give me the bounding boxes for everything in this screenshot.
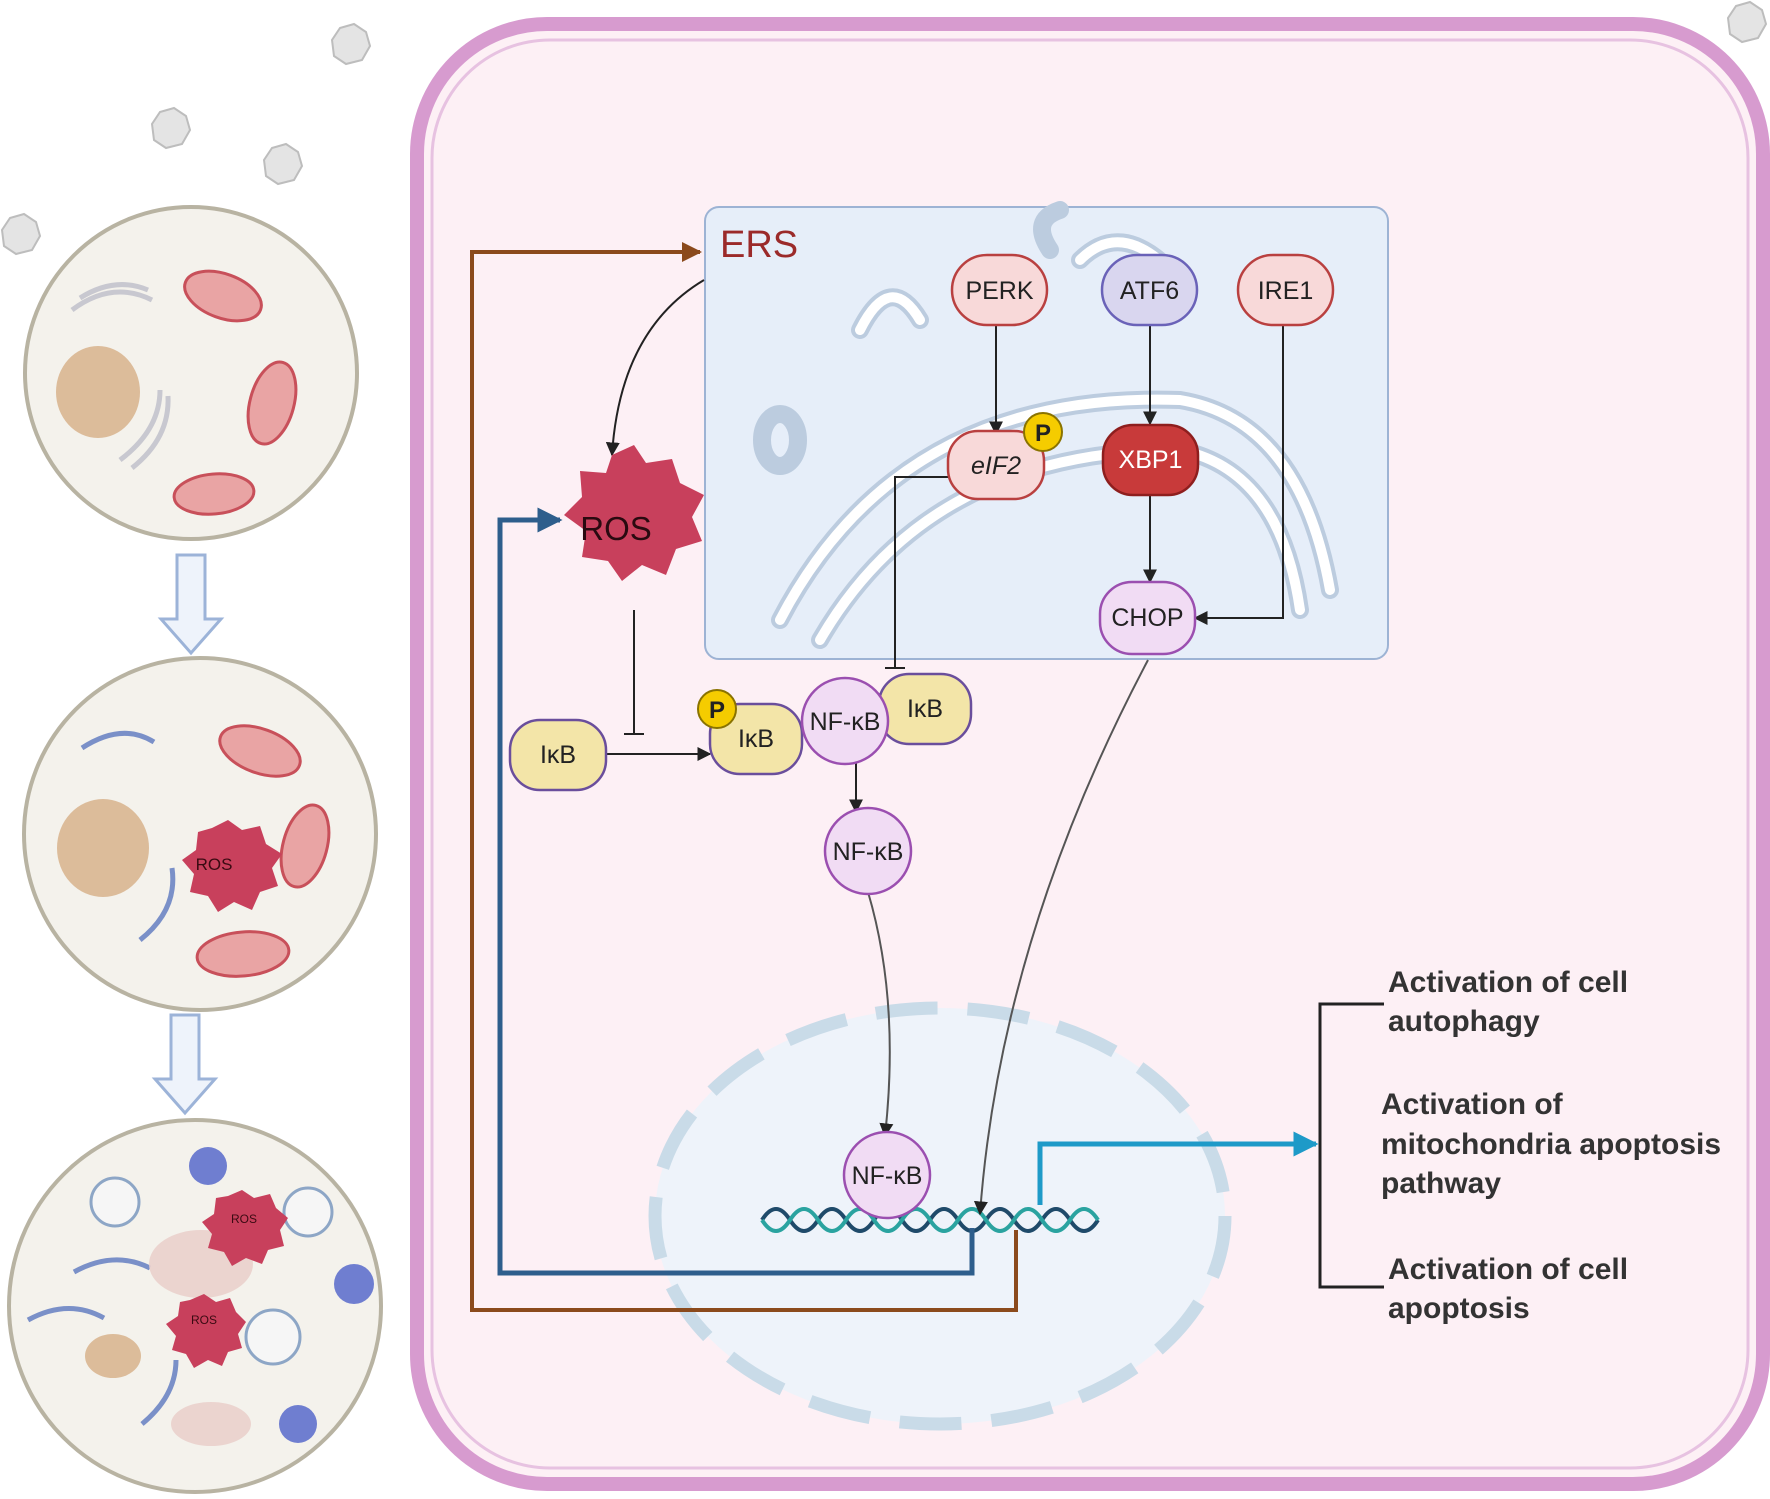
eif2-node: eIF2 P [946, 412, 1063, 501]
nfkb-node-released: NF-κB [823, 806, 913, 896]
outcome-line: Activation of cell [1388, 966, 1628, 999]
ros-icon [564, 445, 704, 581]
xbp1-label: XBP1 [1119, 446, 1183, 474]
ikb-label: IκB [738, 725, 774, 753]
nfkb-label: NF-κB [833, 838, 904, 866]
ros-small-label: ROS [196, 855, 233, 874]
ikb-node-bound-right: IκB [877, 672, 973, 746]
particle-icon [262, 142, 304, 186]
arrow-ers-to-ros [605, 279, 705, 457]
ikb-node-phosphorylated: IκB P [697, 689, 804, 776]
outcome-line: mitochondria apoptosis [1381, 1128, 1721, 1161]
outcome-mito-apoptosis: Activation of mitochondria apoptosis pat… [1381, 1088, 1721, 1200]
vesicle-icon [89, 1176, 334, 1366]
chop-label: CHOP [1111, 604, 1183, 632]
outcome-line: pathway [1381, 1167, 1501, 1200]
outcome-apoptosis: Activation of cell apoptosis [1388, 1253, 1628, 1325]
outcome-bracket [1318, 1002, 1384, 1289]
phospho-badge [697, 689, 737, 729]
golgi-icon [26, 1257, 179, 1426]
feedback-arrow-ers [470, 242, 1018, 1312]
cell-membrane-inner [430, 38, 1750, 1470]
perk-node: PERK [950, 253, 1049, 327]
nucleus-icon [57, 799, 149, 897]
ikb-label: IκB [540, 741, 576, 769]
outcome-line: apoptosis [1388, 1292, 1530, 1325]
chop-node: CHOP [1098, 580, 1197, 656]
ire1-node: IRE1 [1236, 253, 1335, 327]
particle-icon [150, 106, 192, 150]
healthy-cell [23, 205, 359, 541]
outcome-autophagy: Activation of cell autophagy [1388, 966, 1628, 1038]
nucleus-icon [56, 346, 140, 438]
atf6-label: ATF6 [1120, 277, 1179, 305]
atf6-node: ATF6 [1100, 253, 1199, 327]
golgi-icon [70, 282, 171, 470]
outcome-line: Activation of cell [1388, 1253, 1628, 1286]
ros-small-icon [202, 1190, 288, 1266]
phospho-label: P [1035, 420, 1051, 447]
ros-small-label: ROS [191, 1313, 217, 1327]
ros-small-icon [166, 1294, 246, 1368]
particle-icon [330, 22, 372, 66]
nfkb-label: NF-κB [852, 1162, 923, 1190]
ros-small-label: ROS [231, 1212, 257, 1226]
inhibition-ros [624, 610, 644, 735]
nucleus-envelope [648, 1001, 1232, 1431]
apoptotic-cell: ROS ROS [7, 1118, 383, 1494]
nfkb-node-nuclear: NF-κB [842, 1130, 932, 1220]
particles [0, 0, 1768, 256]
nucleus-fragment-icon [85, 1334, 141, 1378]
progression-arrow-1 [157, 553, 225, 656]
outcome-line: Activation of [1381, 1088, 1564, 1121]
stressed-cell: ROS [22, 656, 378, 1012]
apoptotic-body-icon [189, 1147, 374, 1443]
nfkb-node-complex: NF-κB [800, 676, 890, 766]
ros-small-icon [182, 820, 282, 912]
phospho-label: P [709, 697, 725, 724]
eif2-label: eIF2 [971, 452, 1021, 480]
inhibition-eif2 [885, 476, 948, 669]
feedback-arrow-ros [497, 507, 975, 1276]
golgi-icon [80, 730, 176, 942]
dna-icon [760, 1207, 1100, 1233]
ikb-label: IκB [907, 695, 943, 723]
progression-arrow-2 [151, 1013, 219, 1116]
ire1-label: IRE1 [1258, 277, 1314, 305]
particle-icon [1726, 0, 1768, 44]
output-arrow [1037, 1131, 1319, 1205]
outcome-line: autophagy [1388, 1005, 1540, 1038]
particle-icon [0, 212, 42, 256]
ikb-node-free: IκB [508, 718, 608, 792]
mitochondria-icon [172, 269, 298, 516]
ers-label: ERS [720, 224, 798, 266]
mitochondria-icon [195, 724, 331, 978]
xbp1-node: XBP1 [1101, 423, 1200, 497]
perk-label: PERK [965, 277, 1033, 305]
arrow-ire1-to-chop [1193, 325, 1284, 625]
mitochondria-icon [171, 1402, 251, 1446]
ros-label: ROS [580, 510, 652, 547]
arrow-chop-to-dna [973, 659, 1149, 1216]
phospho-badge [1023, 412, 1063, 452]
arrow-nfkb-to-nucleus [867, 891, 894, 1138]
nfkb-label: NF-κB [810, 708, 881, 736]
